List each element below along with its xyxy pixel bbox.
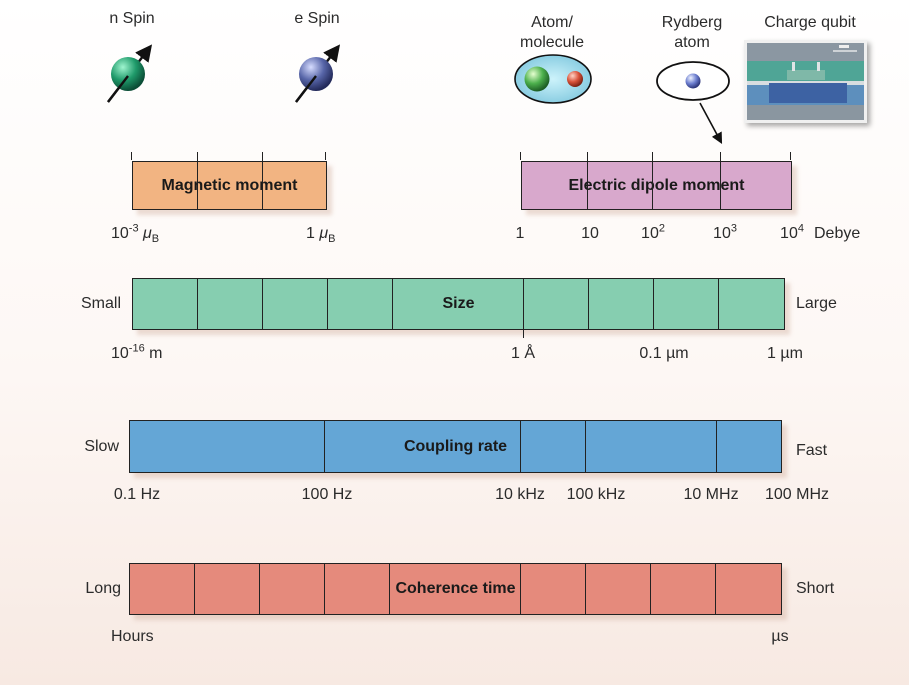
atom-molecule-icon	[514, 54, 592, 104]
atom-label-line2: molecule	[519, 34, 585, 51]
coherence-div-2	[259, 563, 261, 615]
elec-tick-2	[652, 152, 654, 210]
rydberg-label-line2: atom	[674, 34, 710, 51]
coupling-rate-title: Coupling rate	[403, 437, 508, 455]
coupling-left-label: Slow	[84, 438, 119, 455]
coherence-div-8	[715, 563, 717, 615]
size-div-5	[523, 278, 525, 330]
mag-tick-2	[262, 152, 264, 210]
size-div-7	[653, 278, 655, 330]
coherence-div-6	[585, 563, 587, 615]
coherence-time-title: Coherence time	[395, 580, 516, 597]
electric-dipole-title: Electric dipole moment	[568, 176, 745, 194]
mag-high-label: 1 μB	[306, 225, 336, 246]
charge-qubit-image	[747, 43, 864, 120]
coherence-left-label: Long	[85, 580, 121, 597]
charge-qubit-photo	[744, 40, 867, 123]
coupling-div-2	[520, 420, 522, 473]
size-right-label: Large	[796, 295, 837, 312]
elec-end-tick-right	[790, 152, 792, 160]
coupling-rate-bar: Coupling rate	[129, 420, 782, 473]
magnetic-moment-title: Magnetic moment	[161, 176, 298, 194]
mag-low-label: 10-3 μB	[111, 222, 160, 246]
coupling-tick-label-0: 0.1 Hz	[113, 486, 161, 503]
coherence-end-label: µs	[771, 628, 789, 645]
mag-end-tick-right	[325, 152, 327, 160]
coupling-tick-label-5: 100 MHz	[764, 486, 830, 503]
coherence-start-label: Hours	[111, 628, 154, 645]
rydberg-label-line1: Rydberg	[661, 14, 723, 31]
n-spin-label: n Spin	[109, 10, 155, 27]
coupling-right-label: Fast	[796, 442, 828, 459]
size-div-8	[718, 278, 720, 330]
coupling-div-3	[585, 420, 587, 473]
coupling-div-1	[324, 420, 326, 473]
mag-end-tick-left	[131, 152, 133, 160]
e-spin-label: e Spin	[294, 10, 340, 27]
size-div-4	[392, 278, 394, 330]
coupling-tick-label-2: 10 kHz	[495, 486, 545, 503]
elec-unit-label: Debye	[814, 225, 861, 242]
n-spin-icon	[107, 44, 153, 103]
size-div-3	[327, 278, 329, 330]
atom-label-line1: Atom/	[531, 14, 573, 31]
elec-tick-label-0: 1	[515, 225, 525, 242]
magnetic-moment-bar: Magnetic moment	[132, 161, 327, 210]
e-spin-icon	[295, 44, 341, 103]
elec-end-tick-left	[520, 152, 522, 160]
size-tick-label-1: 1 Å	[510, 345, 536, 362]
elec-tick-label-2: 102	[641, 222, 665, 242]
rydberg-atom-icon	[656, 61, 730, 101]
coherence-div-7	[650, 563, 652, 615]
elec-tick-3	[720, 152, 722, 210]
rydberg-pointer-arrow	[699, 102, 723, 144]
coherence-right-label: Short	[796, 580, 835, 597]
coherence-div-1	[194, 563, 196, 615]
mag-tick-1	[197, 152, 199, 210]
size-tick-1a	[523, 330, 525, 338]
coherence-div-4	[389, 563, 391, 615]
size-div-2	[262, 278, 264, 330]
coupling-tick-label-4: 10 MHz	[683, 486, 739, 503]
size-title: Size	[442, 295, 475, 312]
coupling-tick-label-3: 100 kHz	[566, 486, 626, 503]
elec-tick-label-3: 103	[713, 222, 737, 242]
size-div-6	[588, 278, 590, 330]
size-left-label: Small	[80, 295, 121, 312]
size-tick-label-3: 1 µm	[767, 345, 803, 362]
size-bar: Size	[132, 278, 785, 330]
size-div-1	[197, 278, 199, 330]
charge-qubit-label: Charge qubit	[764, 14, 856, 31]
electric-dipole-bar: Electric dipole moment	[521, 161, 792, 210]
coherence-time-bar: Coherence time	[129, 563, 782, 615]
elec-tick-label-4: 104	[780, 222, 804, 242]
coherence-div-5	[520, 563, 522, 615]
coherence-div-3	[324, 563, 326, 615]
elec-tick-label-1: 10	[581, 225, 599, 242]
coupling-tick-label-1: 100 Hz	[301, 486, 353, 503]
size-tick-label-0: 10-16 m	[111, 342, 163, 362]
size-tick-label-2: 0.1 µm	[639, 345, 689, 362]
coupling-div-4	[716, 420, 718, 473]
elec-tick-1	[587, 152, 589, 210]
